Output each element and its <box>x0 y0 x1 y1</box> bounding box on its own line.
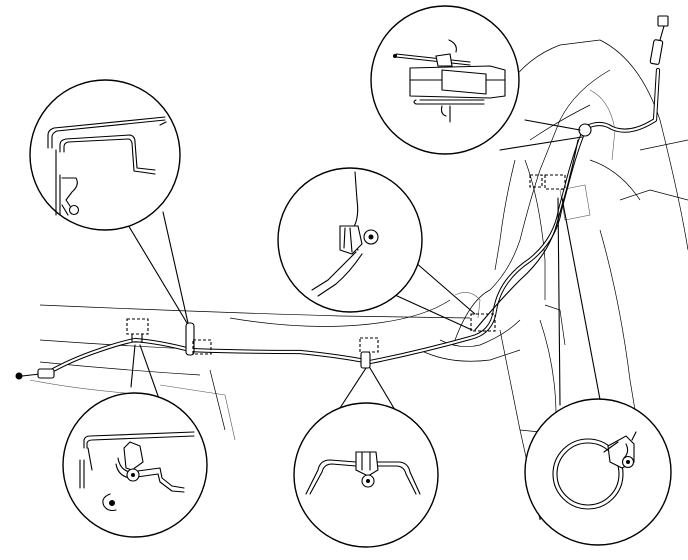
leader-lines <box>97 119 603 411</box>
callout-cable-end-detail <box>370 5 520 155</box>
callout-clip-detail <box>62 392 208 538</box>
callout-cable-clamp-detail <box>277 167 423 313</box>
clip-markers <box>126 174 566 369</box>
callout-bracket-clip-detail <box>29 79 181 231</box>
callout-coil-clip-detail <box>524 398 672 546</box>
callout-clamp-detail <box>293 402 439 548</box>
parking-brake-cable <box>15 15 669 380</box>
